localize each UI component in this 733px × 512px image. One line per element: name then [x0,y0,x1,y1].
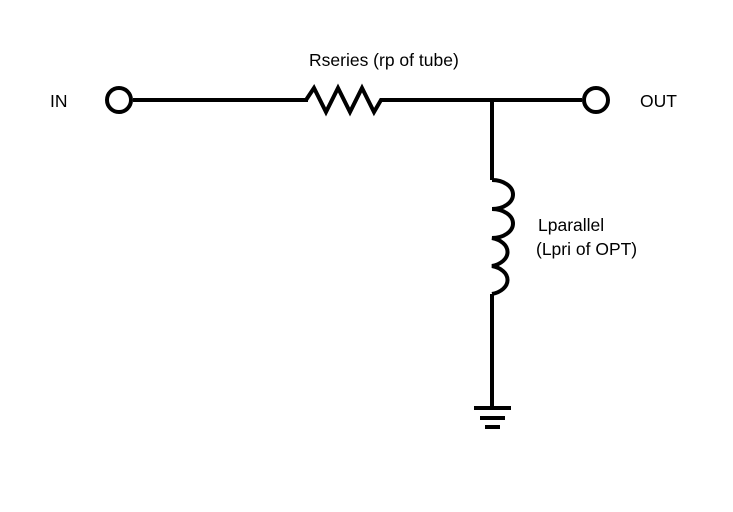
output-label: OUT [640,91,677,111]
inductor-symbol [491,178,515,296]
inductor-label-line2: (Lpri of OPT) [536,239,637,259]
input-label: IN [50,91,68,111]
ground-symbol [474,406,511,429]
resistor-symbol [290,83,392,117]
resistor-label: Rseries (rp of tube) [309,50,459,70]
inductor-label-line1: Lparallel [538,215,604,235]
output-terminal [582,86,610,114]
input-terminal [105,86,133,114]
